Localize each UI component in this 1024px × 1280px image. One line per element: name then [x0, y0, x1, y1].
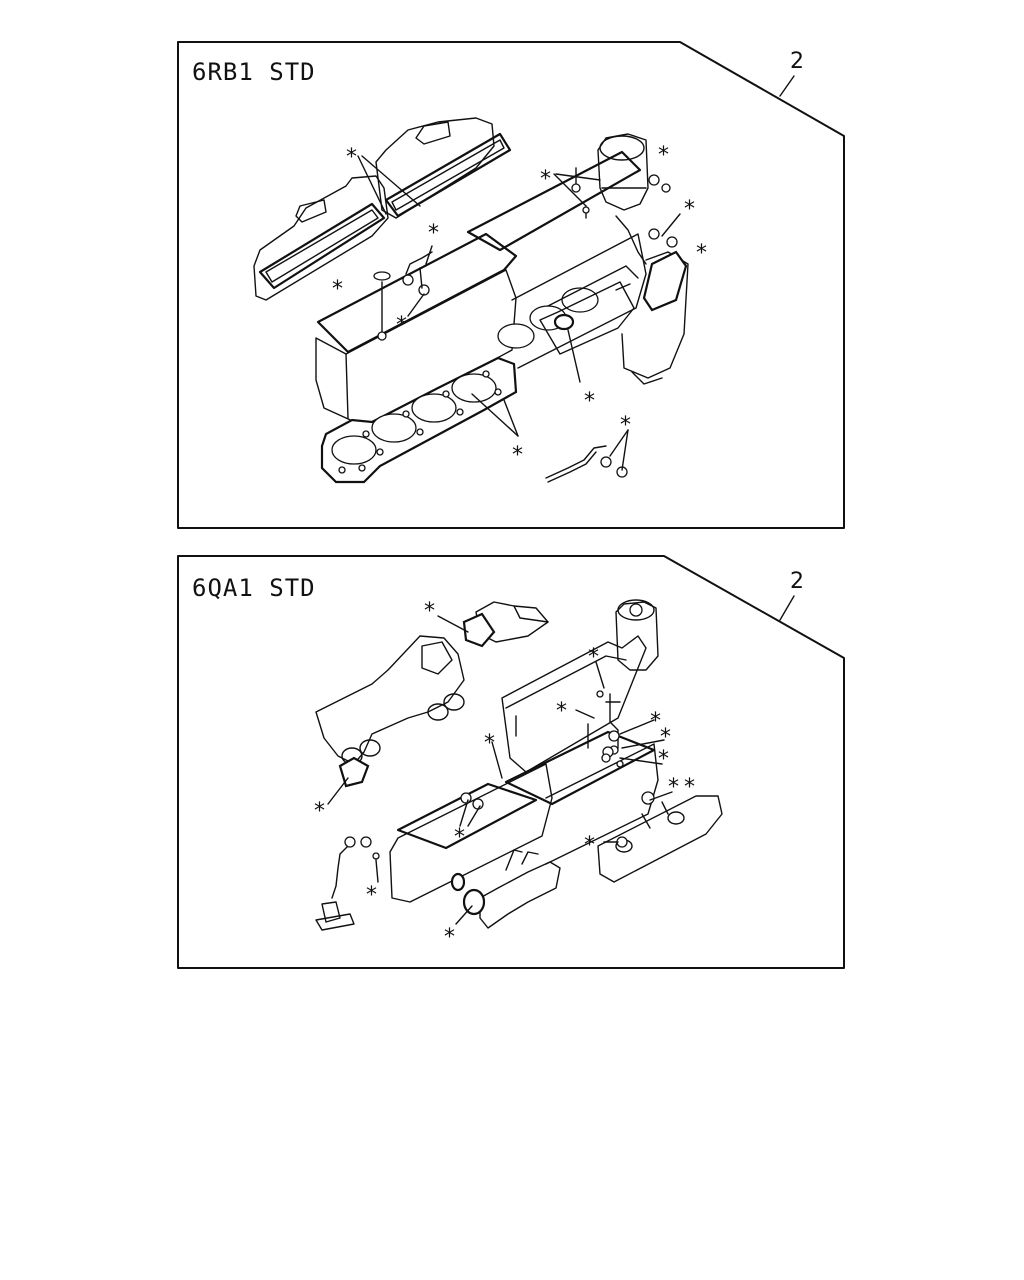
callout-leaders — [357, 155, 681, 471]
callout-marker: * — [584, 833, 595, 858]
exploded-view-6qa1: 6QA1 STD 2 — [177, 555, 845, 969]
callout-markers: * * * * * * * * * * * — [332, 143, 707, 468]
callout-leaders — [327, 615, 673, 925]
manifold-flange-gasket — [642, 250, 688, 312]
reference-number: 2 — [790, 569, 804, 594]
callout-marker: * — [428, 221, 439, 246]
sensor-harness-illustration — [315, 836, 380, 931]
callout-marker: * — [584, 389, 595, 414]
rocker-cover-gasket-2 — [384, 132, 512, 218]
callout-marker: * — [454, 825, 465, 850]
cylinder-head-gasket — [320, 356, 518, 484]
valve-cover-illustration — [501, 635, 647, 773]
callout-marker: * — [658, 143, 669, 168]
callout-marker: * — [512, 443, 523, 468]
callout-marker: * — [346, 145, 357, 170]
oil-filter-illustration — [597, 133, 649, 265]
panel-frame — [177, 41, 845, 529]
injector-illustration — [587, 690, 621, 755]
exhaust-manifold-illustration — [597, 795, 723, 883]
rocker-cover-gasket-1 — [258, 202, 386, 290]
callout-marker: * — [588, 645, 599, 670]
exhaust-port-gasket — [553, 313, 575, 331]
washer-set — [648, 174, 678, 248]
callout-marker: * — [620, 413, 631, 438]
oil-filter-illustration — [615, 599, 659, 671]
exhaust-pipe-illustration — [479, 849, 561, 929]
intake-flange-gasket — [462, 612, 496, 648]
callout-marker: * — [366, 883, 377, 908]
valve-cover-gasket — [316, 150, 642, 354]
callout-marker: * — [540, 167, 551, 192]
reference-leader — [779, 75, 795, 97]
panel-frame — [177, 555, 845, 969]
callout-marker: * — [556, 699, 567, 724]
panel-title: 6RB1 STD — [192, 58, 316, 86]
diagram-panel-6rb1: 6RB1 STD 2 — [176, 38, 848, 532]
oil-pipe-illustration — [545, 445, 628, 483]
panel-title: 6QA1 STD — [192, 574, 316, 602]
rocker-cover-illustration — [253, 117, 495, 301]
dipstick-oring — [373, 271, 391, 341]
exhaust-flange-gasket — [450, 872, 486, 916]
reference-number: 2 — [790, 49, 804, 74]
callout-marker: * — [424, 599, 435, 624]
reference-leader — [779, 595, 795, 621]
callout-markers: * * * * * * * * * * * * * * — [314, 599, 695, 950]
intake-manifold-illustration — [315, 635, 465, 765]
callout-marker: * — [314, 799, 325, 824]
callout-marker: * — [684, 775, 695, 800]
callout-marker: * — [444, 925, 455, 950]
exploded-view-6rb1: 6RB1 STD 2 — [177, 41, 845, 529]
callout-marker: * — [484, 731, 495, 756]
diagram-panel-6qa1: 6QA1 STD 2 — [176, 552, 848, 972]
callout-marker: * — [668, 775, 679, 800]
callout-marker: * — [684, 197, 695, 222]
callout-marker: * — [696, 241, 707, 266]
callout-marker: * — [650, 709, 661, 734]
cylinder-head-illustration — [315, 233, 647, 429]
callout-marker: * — [660, 725, 671, 750]
callout-marker: * — [332, 277, 343, 302]
combustion-chambers — [497, 287, 599, 349]
callout-marker: * — [658, 747, 669, 772]
callout-marker: * — [396, 313, 407, 338]
